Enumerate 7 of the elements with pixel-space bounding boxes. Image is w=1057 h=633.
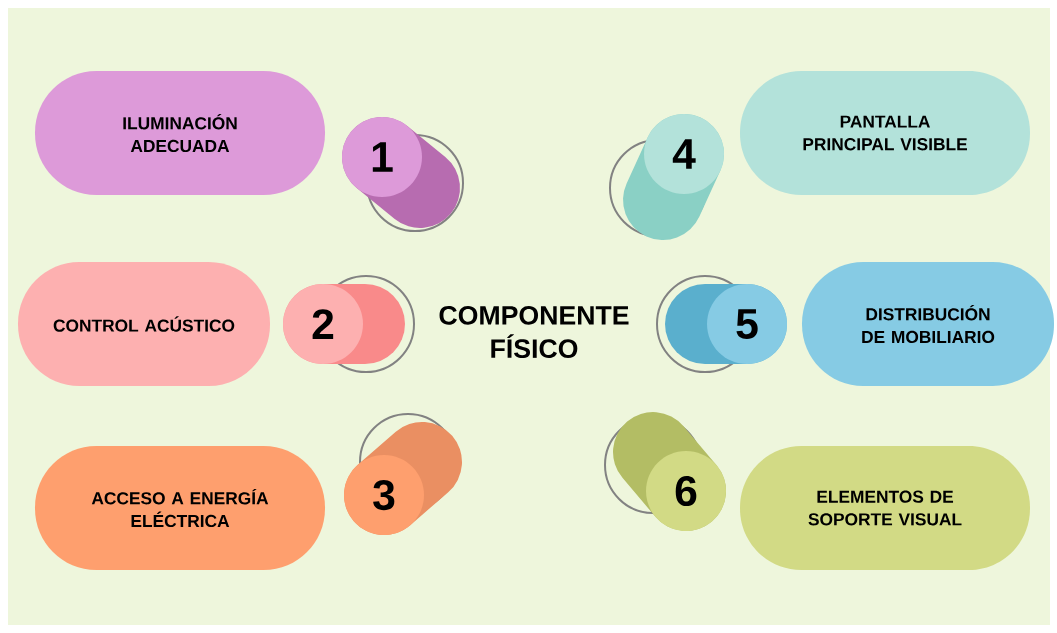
pill-box: CONTROL ACÚSTICO <box>18 262 270 386</box>
pill-box: DISTRIBUCIÓN DE MOBILIARIO <box>802 262 1054 386</box>
pill-box: ACCESO A ENERGÍA ELÉCTRICA <box>35 446 325 570</box>
pill-box: ILUMINACIÓN ADECUADA <box>35 71 325 195</box>
center-heading: COMPONENTE FÍSICO <box>439 305 629 359</box>
pill-box: ELEMENTOS DE SOPORTE VISUAL <box>740 446 1030 570</box>
pill-box: PANTALLA PRINCIPAL VISIBLE <box>740 71 1030 195</box>
